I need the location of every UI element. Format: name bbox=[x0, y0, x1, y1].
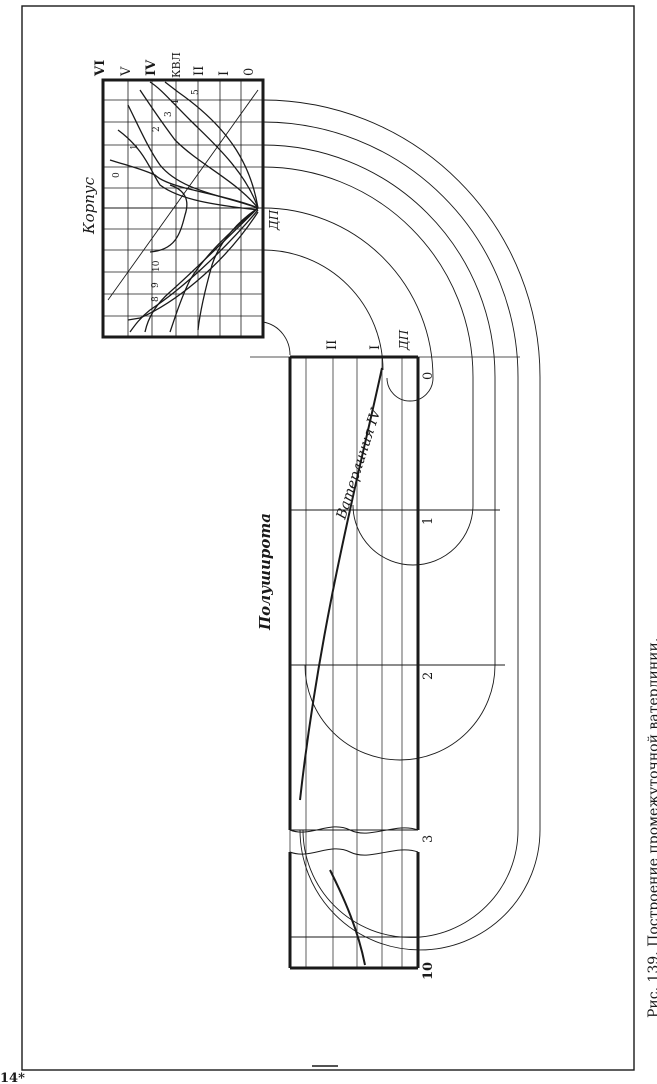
hb-top-label-0: 0 bbox=[421, 372, 436, 380]
station-0: 0 bbox=[112, 172, 122, 178]
wl-label-0: 0 bbox=[242, 68, 257, 76]
wl-label-ii: II bbox=[192, 66, 207, 76]
hb-top-label-dp: ДП bbox=[397, 329, 411, 351]
half-breadth-plan: Полуширота Ватерлиния IV II I ДП 0 1 2 3… bbox=[250, 329, 520, 980]
station-2: 2 bbox=[152, 126, 162, 132]
hb-top-label-ii: II bbox=[325, 340, 340, 350]
wl-label-vi: VI bbox=[93, 60, 108, 77]
waterline-iv-label: Ватерлиния IV bbox=[333, 405, 385, 522]
wl-label-kvl: КВЛ bbox=[170, 52, 183, 78]
half-breadth-title: Полуширота bbox=[256, 513, 274, 631]
body-plan: Корпус VI V IV КВЛ II I 0 0 1 2 3 4 5 8 … bbox=[80, 52, 281, 339]
hb-top-label-i: I bbox=[368, 345, 383, 350]
transfer-arcs bbox=[262, 99, 541, 951]
station-4: 4 bbox=[171, 99, 181, 105]
station-9: 9 bbox=[151, 282, 161, 288]
hb-station-1: 1 bbox=[421, 517, 436, 525]
body-plan-centerline-label: ДП bbox=[267, 209, 281, 231]
station-8: 8 bbox=[151, 296, 161, 302]
station-1: 1 bbox=[130, 144, 140, 150]
page-frame bbox=[21, 5, 635, 1071]
hb-station-10: 10 bbox=[421, 962, 436, 980]
wl-label-i: I bbox=[217, 71, 232, 76]
station-10: 10 bbox=[152, 260, 162, 272]
figure-caption: Рис. 139. Построение промежуточной ватер… bbox=[646, 638, 657, 1018]
hb-station-3: 3 bbox=[421, 835, 436, 843]
station-3: 3 bbox=[164, 111, 174, 117]
page-number: 14* bbox=[0, 1071, 25, 1084]
hb-station-2: 2 bbox=[421, 672, 436, 680]
station-5: 5 bbox=[191, 89, 201, 95]
wl-label-iv: IV bbox=[144, 59, 159, 76]
body-plan-title: Корпус bbox=[80, 176, 98, 235]
wl-label-v: V bbox=[119, 66, 134, 77]
